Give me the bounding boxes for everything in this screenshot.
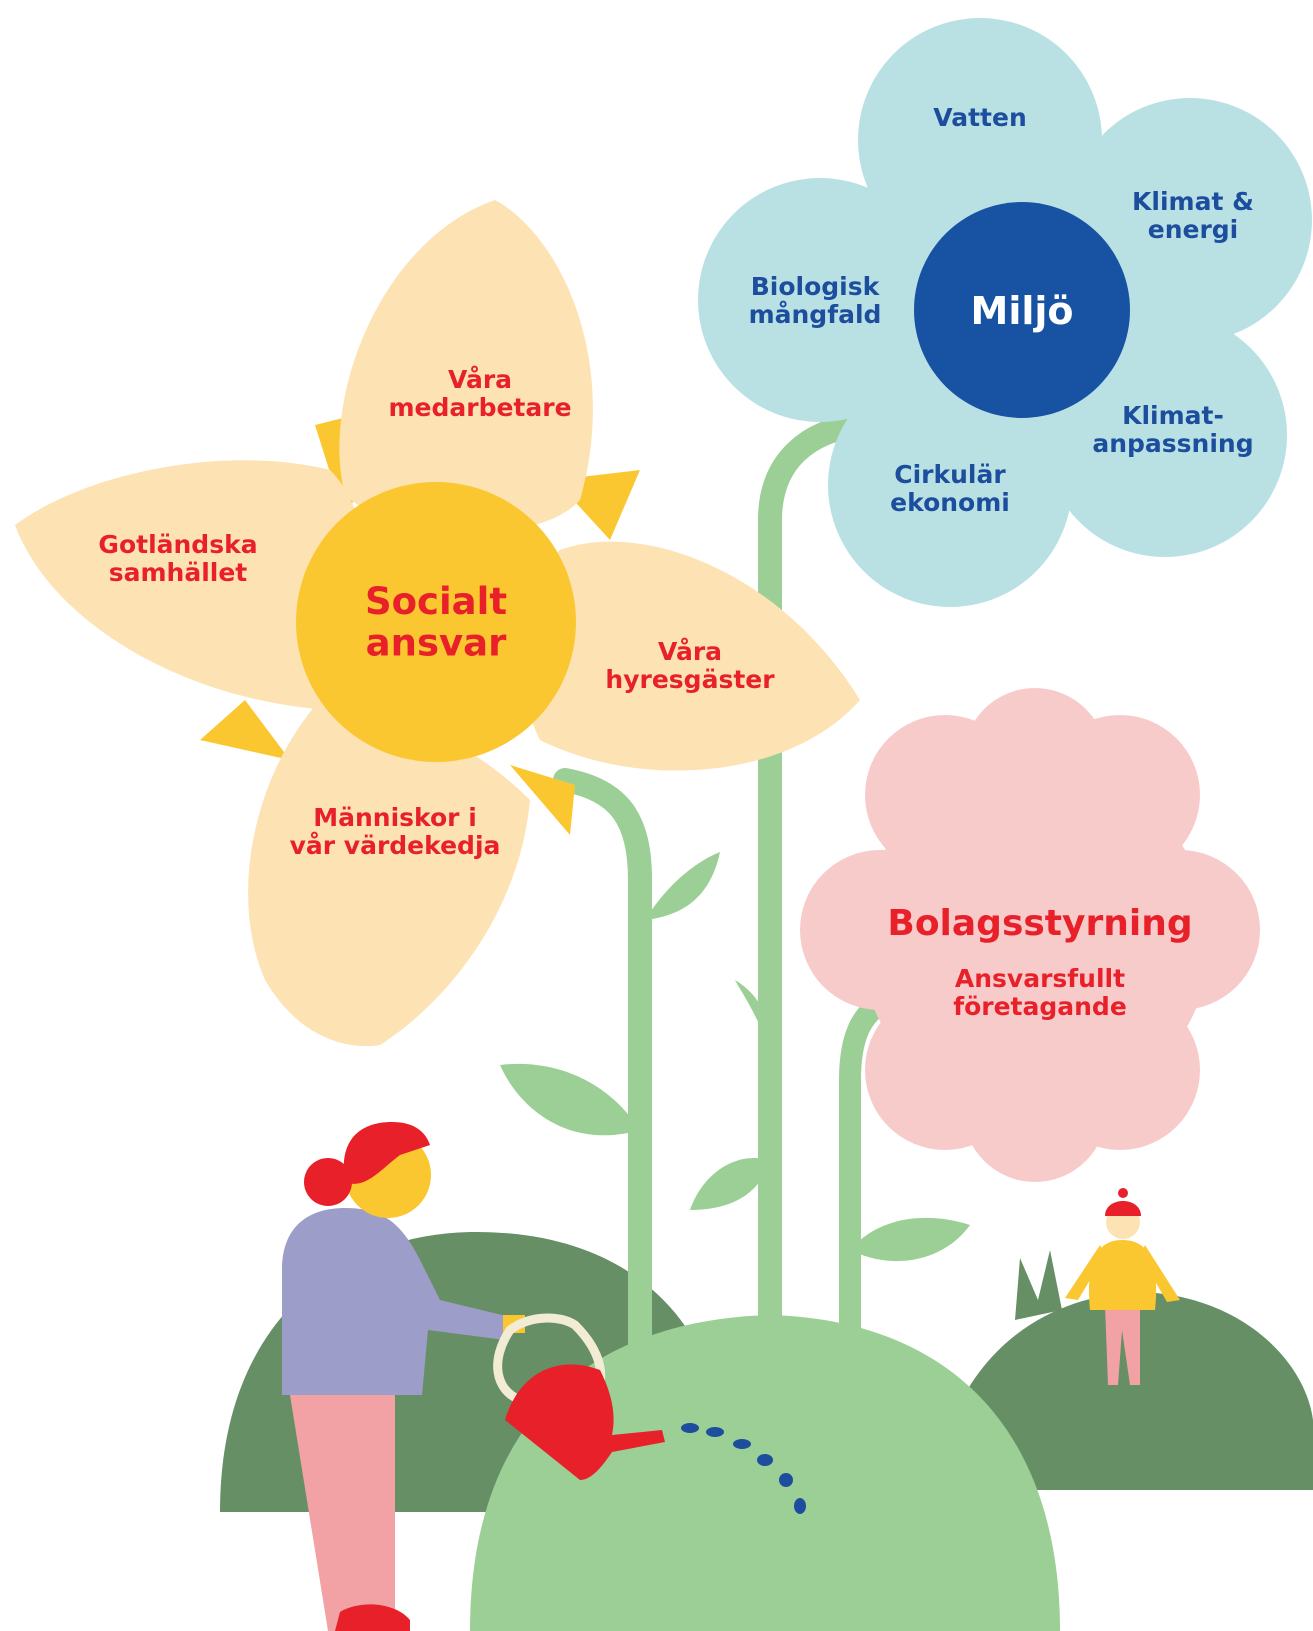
leaf-1	[500, 1063, 640, 1136]
text-line: Biologisk	[751, 272, 881, 301]
gardener-shoe	[335, 1604, 410, 1631]
social-center	[296, 482, 576, 762]
text-line: Vatten	[933, 103, 1027, 132]
governance-flower	[800, 688, 1260, 1182]
text-line: Klimat-	[1122, 401, 1224, 430]
text-line: energi	[1148, 215, 1239, 244]
petal-gotlandska-samhallet	[15, 460, 368, 710]
sitter-figure	[1065, 1188, 1180, 1385]
leaf-4	[850, 1217, 970, 1262]
text-line: Miljö	[971, 289, 1074, 333]
miljo-flower: Miljö Vatten Klimat &energi Klimat-anpas…	[698, 18, 1312, 607]
petal-manniskor-i-var-vardekedja	[248, 700, 530, 1047]
right-hill-grass	[1015, 1250, 1062, 1320]
text-line: vår värdekedja	[290, 831, 501, 860]
miljo-center-label: Miljö	[971, 289, 1074, 333]
text-line: Socialt	[365, 580, 507, 623]
watering-can	[505, 1364, 665, 1480]
text-line: Människor i	[313, 803, 477, 832]
gardener-bun	[304, 1158, 352, 1206]
gardener-legs	[290, 1395, 395, 1631]
sitter-hat	[1105, 1201, 1141, 1216]
text-line: Klimat &	[1132, 187, 1254, 216]
text-line: ekonomi	[890, 488, 1010, 517]
text-line: Bolagsstyrning	[887, 903, 1192, 944]
governance-title: Bolagsstyrning	[887, 903, 1192, 944]
text-line: samhället	[109, 558, 248, 587]
petal-vara-medarbetare	[339, 200, 593, 534]
gardener-hair	[343, 1122, 430, 1184]
text-line: Ansvarsfullt	[955, 964, 1125, 993]
sitter-hat-bobble	[1118, 1188, 1128, 1198]
social-stem	[553, 768, 652, 1382]
leaf-5	[735, 980, 771, 1050]
gardener-figure	[282, 1122, 665, 1631]
sitter-legs	[1105, 1305, 1140, 1385]
front-light-hill	[470, 1315, 1060, 1631]
text-line: mångfald	[749, 300, 882, 329]
leaf-2	[645, 852, 720, 920]
text-line: Cirkulär	[894, 460, 1006, 489]
label-vatten: Vatten	[933, 103, 1027, 132]
text-line: Våra	[658, 637, 722, 666]
right-dark-hill	[935, 1292, 1313, 1490]
miljo-center	[914, 202, 1130, 418]
miljo-stem	[758, 413, 872, 1392]
water-drops	[681, 1423, 806, 1514]
text-line: Våra	[448, 365, 512, 394]
gardener-body	[282, 1208, 510, 1395]
text-line: hyresgäster	[605, 665, 775, 694]
sitter-body	[1088, 1240, 1157, 1310]
text-line: anpassning	[1092, 429, 1253, 458]
label-klimatanpassning: Klimat-anpassning	[1092, 401, 1253, 458]
text-line: företagande	[953, 992, 1127, 1021]
sitter-arms	[1065, 1245, 1180, 1302]
text-line: medarbetare	[388, 393, 571, 422]
leaf-3	[690, 1158, 770, 1210]
petal-vara-hyresgaster	[519, 541, 860, 771]
text-line: Gotländska	[98, 530, 257, 559]
label-klimat-energi: Klimat &energi	[1132, 187, 1254, 244]
leaves	[500, 852, 970, 1262]
text-line: ansvar	[366, 621, 507, 664]
